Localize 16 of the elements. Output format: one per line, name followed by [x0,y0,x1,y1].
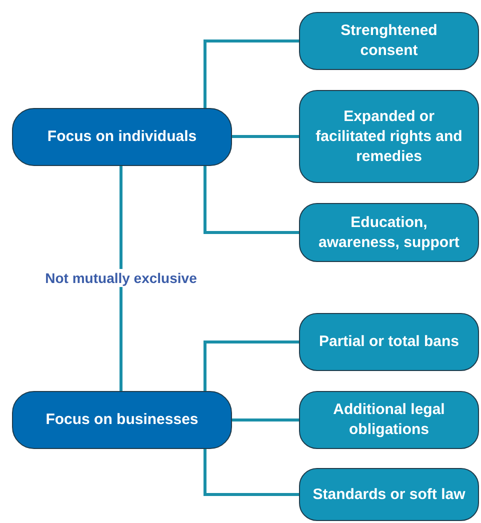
category-box: Focus on individuals [12,108,232,166]
connector-line [204,449,299,496]
connector-line [204,340,299,391]
category-box: Focus on businesses [12,391,232,449]
measure-box: Expanded or facilitated rights and remedies [299,90,479,183]
connector-line [204,166,299,234]
connector-line [232,135,299,138]
connector-line [204,40,299,108]
measure-box: Strenghtened consent [299,12,479,70]
connector-line [120,166,122,391]
connector-line [232,418,299,422]
edge-label: Not mutually exclusive [44,268,198,286]
measure-box: Education, awareness, support [299,203,479,262]
measure-box: Additional legal obligations [299,391,479,449]
measure-box: Partial or total bans [299,313,479,371]
measure-box: Standards or soft law [299,468,479,521]
